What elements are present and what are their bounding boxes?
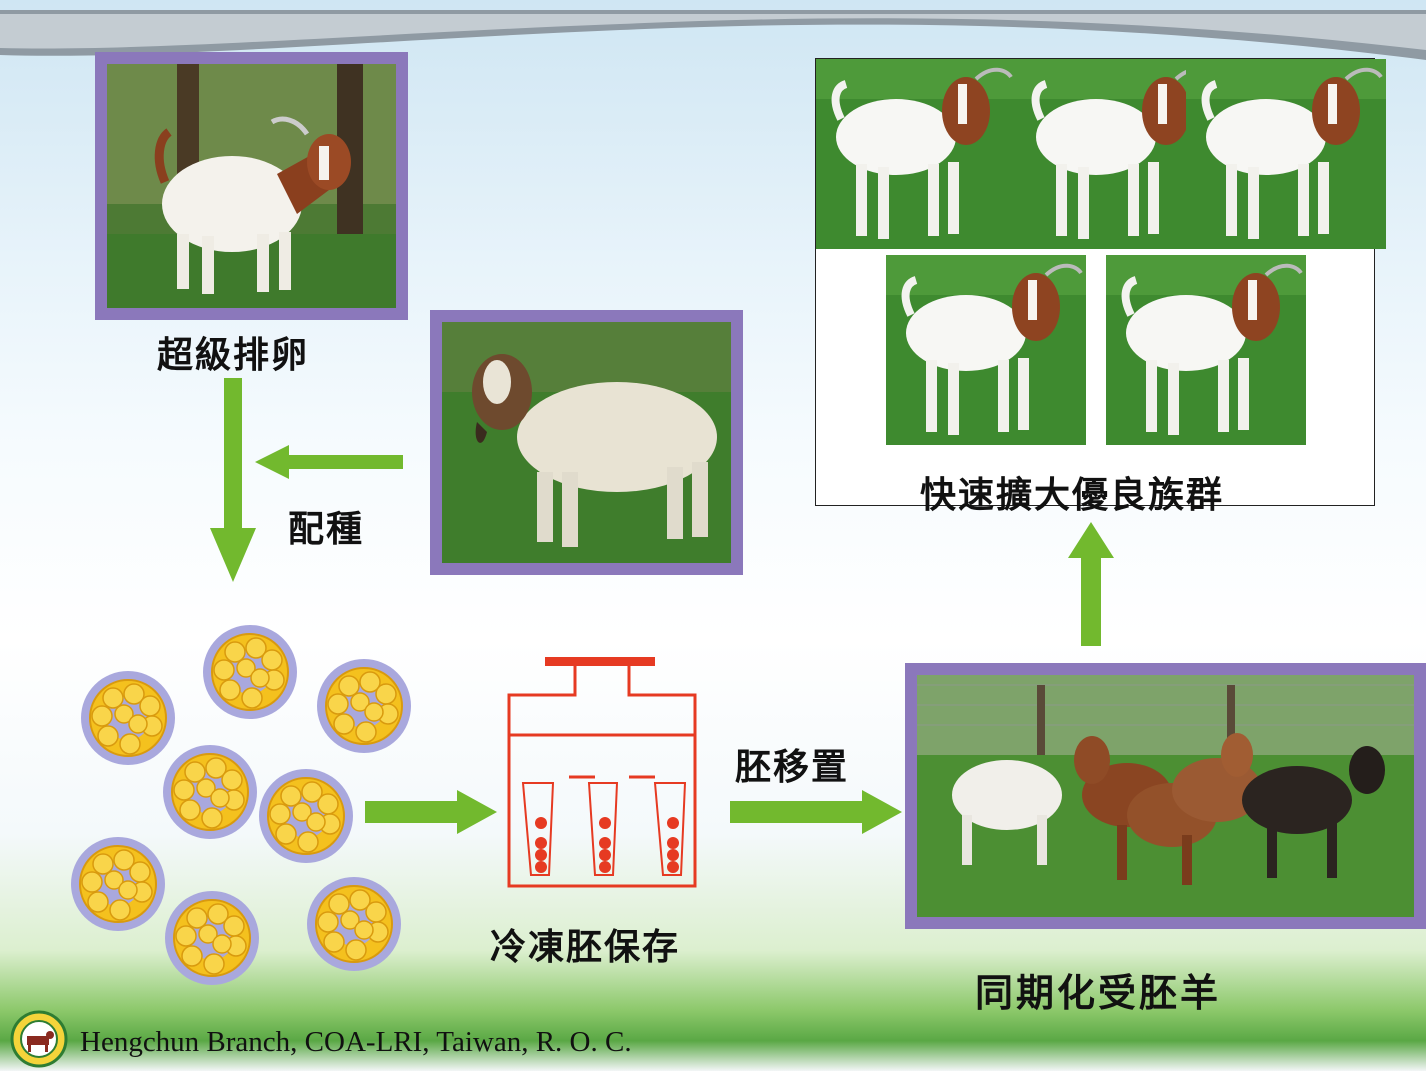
embryo-transfer-label: 胚移置 <box>735 747 850 788</box>
breeding-label: 配種 <box>288 509 365 550</box>
rapid-expansion-label: 快速擴大優良族群 <box>920 475 1225 516</box>
embryo-transfer-arrow <box>730 790 902 834</box>
buck-photo <box>430 310 743 575</box>
cryo-storage-diagram <box>507 657 697 888</box>
to-storage-arrow <box>365 790 497 834</box>
recipient-does-photo <box>905 663 1426 929</box>
breeding-arrow <box>255 445 403 479</box>
footer-institution: Hengchun Branch, COA-LRI, Taiwan, R. O. … <box>80 1026 632 1058</box>
superovulation-label: 超級排卵 <box>157 335 310 376</box>
institution-logo <box>10 1010 68 1068</box>
down-arrow <box>210 378 256 582</box>
header-swoosh <box>0 10 1426 60</box>
frozen-embryo-storage-label: 冷凍胚保存 <box>490 927 681 968</box>
up-arrow <box>1068 522 1114 646</box>
synchronized-recipients-label: 同期化受胚羊 <box>975 971 1222 1015</box>
superovulation-doe-photo <box>95 52 408 320</box>
expanded-herd-photos <box>816 59 1386 447</box>
